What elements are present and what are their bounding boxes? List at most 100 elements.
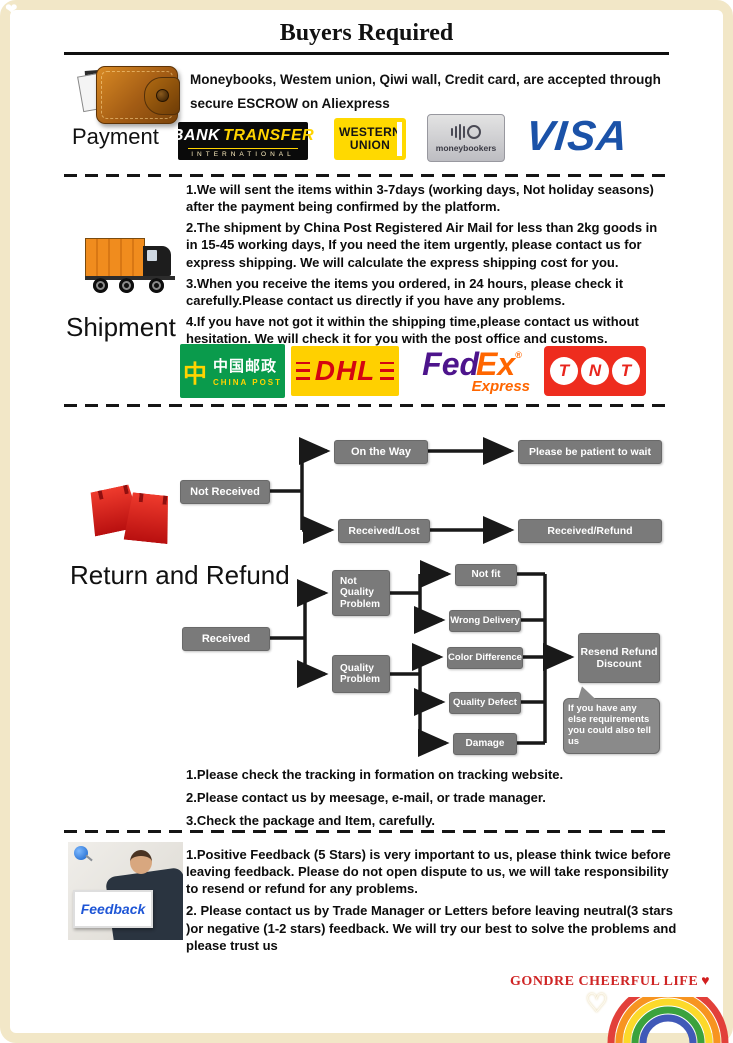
dot (467, 125, 481, 139)
page-title: Buyers Required (279, 20, 454, 46)
visa-logo: VISA (512, 112, 642, 160)
truck-window (147, 250, 157, 261)
flow-connectors (268, 437, 575, 757)
flow-node-damage: Damage (453, 733, 517, 755)
brand-text: GONDRE CHEERFUL LIFE (510, 974, 710, 990)
truck-cargo (85, 238, 145, 278)
dhl-wordmark: DHL (314, 355, 376, 386)
bar (451, 128, 453, 136)
china-post-cn: 中国邮政 (212, 357, 277, 375)
tnt-letter-circle: T (612, 357, 640, 385)
feedback-sign: Feedback (73, 890, 153, 928)
china-post-logo: 中 中国邮政 CHINA POST (180, 344, 285, 398)
return-refund-section-label: Return and Refund (70, 560, 290, 590)
china-post-en: CHINA POST (212, 378, 283, 387)
bank-transfer-logo: BANK TRANSFER INTERNATIONAL (172, 122, 314, 160)
return-notes: 1.Please check the tracking in formation… (186, 766, 686, 835)
flow-node-quality-problem: Quality Problem (332, 655, 390, 693)
section-divider-dashed (64, 404, 669, 407)
fedex-express: Express (471, 377, 530, 395)
shopping-bags-icon (88, 472, 183, 562)
wu-line1: WESTERN (338, 125, 402, 140)
fedex-registered-mark: ® (515, 349, 522, 360)
flow-node-wrong-delivery: Wrong Delivery (449, 610, 521, 632)
flow-node-resend-refund-discount: Resend Refund Discount (578, 633, 660, 683)
moneybookers-logo: moneybookers (427, 114, 505, 162)
bank-word: BANK (171, 127, 221, 144)
fedex-ex: Ex (476, 345, 516, 382)
return-note: 1.Please check the tracking in formation… (186, 767, 564, 782)
truck-wheel (119, 278, 134, 293)
bank-transfer-wordmark: BANK TRANSFER (172, 124, 314, 148)
flow-node-not-received: Not Received (180, 480, 270, 504)
bar (463, 126, 465, 138)
feedback-item: 2. Please contact us by Trade Manager or… (186, 903, 677, 953)
fedex-logo: Fed Ex ® Express (404, 344, 540, 398)
flow-node-not-quality-problem: Not Quality Problem (332, 570, 390, 616)
dhl-logo: DHL (291, 346, 399, 396)
dhl-stripes-icon (295, 362, 310, 380)
bar (459, 124, 461, 140)
brand-name: GONDRE CHEERFUL LIFE (510, 974, 699, 989)
tnt-logo: T N T (544, 346, 646, 396)
flow-node-received-refund: Received/Refund (518, 519, 662, 543)
shipment-item: 1.We will sent the items within 3-7days … (186, 182, 654, 215)
feedback-text: 1.Positive Feedback (5 Stars) is very im… (186, 846, 680, 959)
person-head (130, 850, 152, 874)
tnt-letter: T (558, 361, 570, 380)
tnt-letter: T (620, 361, 632, 380)
wallet-body (96, 66, 180, 124)
flow-node-on-the-way: On the Way (334, 440, 428, 464)
return-note: 3.Check the package and Item, carefully. (186, 813, 436, 829)
transfer-word: TRANSFER (223, 127, 315, 144)
western-union-logo: WESTERN UNION (334, 118, 406, 160)
shipment-item: 3.When you receive the items you ordered… (186, 275, 624, 308)
pushpin-icon (74, 846, 88, 860)
payment-description-line2: secure ESCROW on Aliexpress (190, 96, 390, 111)
fedex-wordmark: Fed Ex ® (422, 348, 522, 380)
visa-wordmark: VISA (523, 112, 631, 159)
wallet-icon (77, 64, 180, 128)
corner-heart-icon (5, 0, 18, 18)
delivery-truck-icon (85, 226, 185, 310)
shipment-item: 2.The shipment by China Post Registered … (186, 220, 658, 270)
shipment-item: 4.If you have not got it within the ship… (186, 314, 639, 347)
feedback-photo: Feedback (68, 842, 183, 940)
flow-node-received: Received (182, 627, 270, 651)
feedback-item: 1.Positive Feedback (5 Stars) is very im… (186, 847, 671, 897)
truck-wheel (149, 278, 164, 293)
section-divider-dashed (64, 830, 669, 833)
return-note: 2.Please contact us by meesage, e-mail, … (186, 790, 546, 806)
return-refund-flowchart: Return and Refund Not Received On the Wa… (0, 420, 733, 765)
payment-section-label: Payment (72, 124, 159, 149)
shipment-text: 1.We will sent the items within 3-7days … (186, 181, 670, 351)
truck-wheel (93, 278, 108, 293)
bank-transfer-subtitle: INTERNATIONAL (188, 148, 298, 158)
payment-description-line1: Moneybooks, Westem union, Qiwi wall, Cre… (190, 72, 661, 87)
shipment-section-label: Shipment (66, 312, 176, 342)
flow-node-color-difference: Color Difference (447, 647, 523, 669)
fedex-fed: Fed (422, 345, 480, 382)
flow-node-received-lost: Received/Lost (338, 519, 430, 543)
dhl-stripes-icon (380, 362, 395, 380)
wu-line2: UNION (349, 138, 391, 152)
title-divider (64, 52, 669, 55)
heart-outline-icon (585, 988, 608, 1019)
tnt-letter-circle: T (550, 357, 578, 385)
bar (455, 126, 457, 138)
moneybookers-icon (451, 123, 481, 141)
flow-node-quality-defect: Quality Defect (449, 692, 521, 714)
tnt-letter-circle: N (581, 357, 609, 385)
wallet-flap (144, 77, 180, 115)
tnt-letter: N (588, 361, 602, 380)
moneybookers-wordmark: moneybookers (435, 143, 497, 153)
flow-speech-bubble: If you have any else requirements you co… (563, 698, 660, 754)
china-post-text: 中国邮政 CHINA POST (213, 355, 282, 387)
flow-node-be-patient: Please be patient to wait (518, 440, 662, 464)
payment-description: Moneybooks, Westem union, Qiwi wall, Cre… (190, 68, 670, 116)
wallet-clasp (156, 89, 169, 102)
heart-icon (698, 974, 710, 989)
section-divider-dashed (64, 174, 669, 177)
feedback-sign-label: Feedback (80, 901, 146, 917)
